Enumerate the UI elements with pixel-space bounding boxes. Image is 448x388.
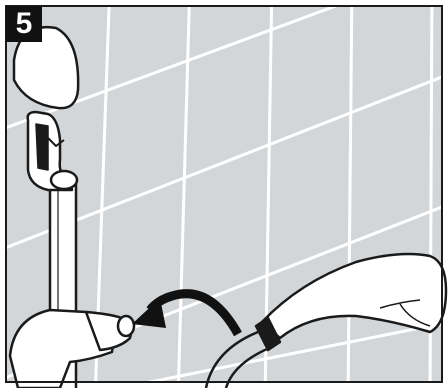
lower-holder bbox=[8, 308, 136, 388]
wall-bracket bbox=[26, 110, 79, 192]
step-number-badge: 5 bbox=[6, 6, 42, 42]
hand-shower bbox=[254, 252, 448, 352]
frame-border bbox=[5, 5, 443, 383]
shower-hose bbox=[204, 330, 275, 388]
rotate-arrow-icon bbox=[132, 289, 242, 337]
